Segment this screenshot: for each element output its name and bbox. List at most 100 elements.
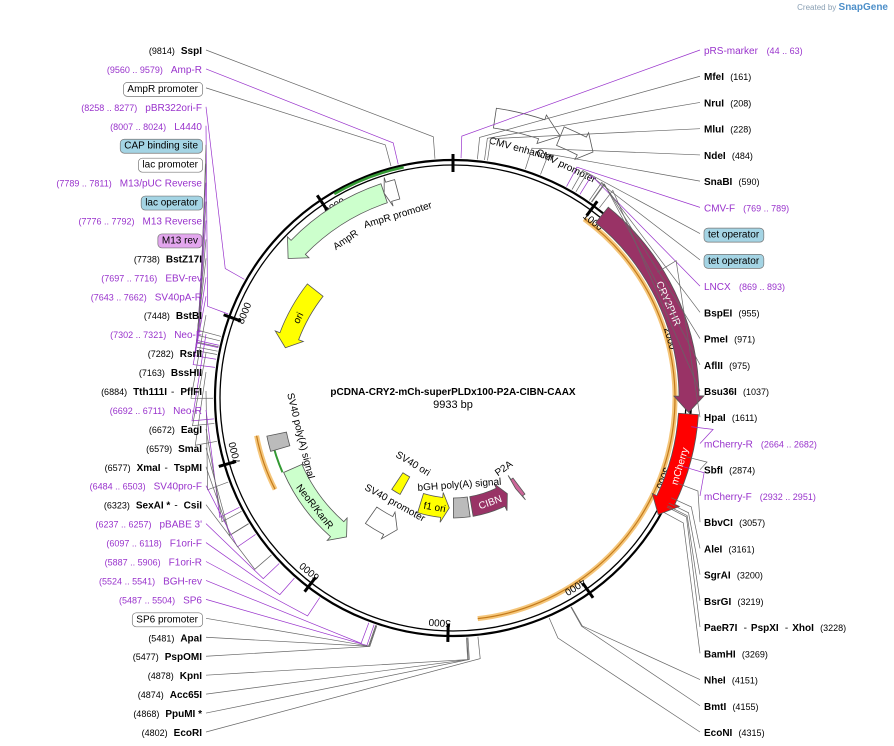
- enzyme-label[interactable]: MluI(228): [704, 125, 751, 136]
- feature-tag[interactable]: SP6 promoter: [131, 612, 204, 628]
- primer-label[interactable]: SP6(5487 .. 5504): [119, 595, 202, 606]
- enzyme-label[interactable]: EcoNI(4315): [704, 728, 765, 739]
- enzyme-label[interactable]: PflFI-Tth111I(6884): [101, 387, 202, 398]
- enzyme-name: EcoRI: [174, 728, 203, 739]
- enzyme-label[interactable]: PspOMI(5477): [133, 652, 202, 663]
- primer-label[interactable]: F1ori-F(6097 .. 6118): [106, 539, 202, 550]
- primer-label[interactable]: Neo-F(7302 .. 7321): [110, 330, 202, 341]
- primer-label[interactable]: Neo-R(6692 .. 6711): [110, 406, 202, 417]
- enzyme-label[interactable]: BmtI(4155): [704, 702, 758, 713]
- enzyme-label[interactable]: TspMI-XmaI(6577): [105, 463, 203, 474]
- enzyme-position: (590): [739, 177, 760, 187]
- enzyme-label[interactable]: EcoRI(4802): [142, 728, 203, 739]
- feature-tag[interactable]: tet operator: [703, 227, 765, 243]
- feature-ori[interactable]: [274, 283, 324, 349]
- primer-label[interactable]: CMV-F(769 .. 789): [704, 203, 789, 214]
- enzyme-label[interactable]: PmeI(971): [704, 335, 755, 346]
- primer-label[interactable]: pBR322ori-F(8258 .. 8277): [81, 103, 202, 114]
- primer-label[interactable]: M13/pUC Reverse(7789 .. 7811): [56, 179, 202, 190]
- enzyme-label[interactable]: ApaI(5481): [148, 633, 202, 644]
- primer-name: pBABE 3': [160, 520, 203, 531]
- feature-sv40-poly-a-signal[interactable]: [266, 431, 291, 452]
- primer-label[interactable]: BGH-rev(5524 .. 5541): [99, 576, 202, 587]
- enzyme-label[interactable]: BsrGI(3219): [704, 597, 763, 608]
- enzyme-label[interactable]: NdeI(484): [704, 151, 753, 162]
- enzyme-label[interactable]: Bsu36I(1037): [704, 387, 769, 398]
- enzyme-label[interactable]: MfeI(161): [704, 72, 751, 83]
- enzyme-label[interactable]: RsrII(7282): [148, 349, 202, 360]
- leader-line: [205, 637, 470, 714]
- enzyme-label[interactable]: NruI(208): [704, 98, 751, 109]
- enzyme-position: (4155): [732, 702, 758, 712]
- enzyme-label[interactable]: EagI(6672): [149, 425, 202, 436]
- enzyme-label[interactable]: BbvCI(3057): [704, 518, 765, 529]
- feature-tag[interactable]: AmpR promoter: [123, 82, 204, 97]
- enzyme-label[interactable]: BstZ17I(7738): [134, 254, 202, 265]
- leader-line: [579, 175, 701, 287]
- primer-label[interactable]: pRS-marker(44 .. 63): [704, 46, 803, 57]
- enzyme-label[interactable]: NheI(4151): [704, 676, 758, 687]
- enzyme-name: CsiI: [184, 501, 203, 512]
- primer-label[interactable]: mCherry-R(2664 .. 2682): [704, 439, 817, 450]
- feature-cmv-enhancer[interactable]: [492, 107, 561, 145]
- enzyme-label[interactable]: AflII(975): [704, 361, 750, 372]
- enzyme-position: (4151): [732, 676, 758, 686]
- enzyme-label[interactable]: AleI(3161): [704, 544, 755, 555]
- enzyme-label[interactable]: Acc65I(4874): [138, 690, 202, 701]
- enzyme-position: (7738): [134, 254, 160, 264]
- feature-tag[interactable]: lac promoter: [138, 157, 204, 173]
- enzyme-label[interactable]: BspEI(955): [704, 308, 760, 319]
- feature-tag[interactable]: tet operator: [703, 253, 765, 269]
- feature-bgh-poly-a-signal[interactable]: [453, 496, 471, 519]
- primer-label[interactable]: mCherry-F(2932 .. 2951): [704, 492, 816, 503]
- primer-label[interactable]: Amp-R(9560 .. 9579): [107, 65, 202, 76]
- feature-ampr-promoter[interactable]: [383, 177, 401, 207]
- feature-cibn[interactable]: [469, 483, 508, 517]
- enzyme-label[interactable]: BstBI(7448): [144, 311, 202, 322]
- feature-tag[interactable]: lac operator: [140, 195, 204, 211]
- enzyme-label[interactable]: SnaBI (590): [704, 177, 760, 188]
- enzyme-label[interactable]: SgrAI(3200): [704, 571, 763, 582]
- leader-line: [205, 636, 481, 733]
- enzyme-label[interactable]: SspI(9814): [149, 46, 202, 57]
- primer-range: (7776 .. 7792): [78, 217, 134, 227]
- feature-mcherry[interactable]: [651, 412, 699, 516]
- enzyme-label[interactable]: CsiI-SexAI *(6323): [104, 501, 202, 512]
- feature-tag[interactable]: CAP binding site: [119, 138, 203, 154]
- feature-f1-ori[interactable]: [417, 492, 450, 523]
- feature-sv40-ori[interactable]: [391, 472, 411, 495]
- feature-p2a[interactable]: [507, 475, 526, 501]
- primer-label[interactable]: pBABE 3'(6237 .. 6257): [95, 520, 202, 531]
- enzyme-separator: -: [744, 623, 747, 634]
- enzyme-label[interactable]: PpuMI *(4868): [133, 709, 202, 720]
- primer-label[interactable]: EBV-rev(7697 .. 7716): [101, 273, 202, 284]
- enzyme-name: Tth111I: [133, 387, 167, 398]
- ring-tick-label: 4000: [562, 576, 587, 598]
- primer-label[interactable]: SV40pA-R(7643 .. 7662): [91, 292, 202, 303]
- enzyme-label[interactable]: KpnI(4878): [148, 671, 202, 682]
- enzyme-label[interactable]: BssHII(7163): [139, 368, 202, 379]
- enzyme-label[interactable]: SbfI(2874): [704, 466, 755, 477]
- feature-cmv-promoter[interactable]: [556, 126, 594, 161]
- enzyme-name: SnaBI: [704, 177, 733, 188]
- feature-tag[interactable]: M13 rev: [157, 233, 203, 249]
- feature-neor-kanr[interactable]: [283, 463, 348, 542]
- enzyme-label[interactable]: HpaI(1611): [704, 413, 757, 424]
- primer-range: (2664 .. 2682): [761, 439, 817, 449]
- snapgene-brand: Created by SnapGene: [797, 2, 888, 13]
- feature-sv40-promoter[interactable]: [364, 506, 398, 540]
- primer-label[interactable]: M13 Reverse(7776 .. 7792): [78, 217, 202, 228]
- leader-line: [205, 49, 436, 159]
- primer-name: SV40pA-R: [155, 292, 202, 303]
- enzyme-separator: -: [174, 501, 177, 512]
- enzyme-label[interactable]: SmaI(6579): [146, 444, 202, 455]
- feature-cry2phr[interactable]: [595, 206, 705, 414]
- enzyme-label[interactable]: PaeR7I-PspXI-XhoI(3228): [704, 623, 846, 634]
- primer-label[interactable]: L4440(8007 .. 8024): [110, 122, 202, 133]
- enzyme-position: (3200): [737, 571, 763, 581]
- primer-label[interactable]: SV40pro-F(6484 .. 6503): [90, 482, 202, 493]
- primer-label[interactable]: F1ori-R(5887 .. 5906): [105, 558, 202, 569]
- leader-line: [205, 68, 399, 165]
- enzyme-label[interactable]: BamHI(3269): [704, 649, 768, 660]
- primer-label[interactable]: LNCX(869 .. 893): [704, 282, 785, 293]
